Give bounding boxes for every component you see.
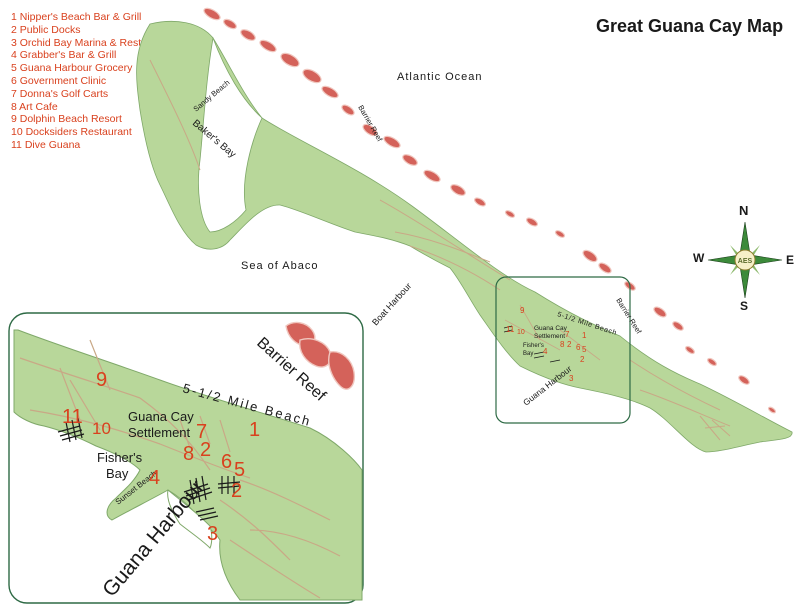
inset-marker-7[interactable]: 7 [196,421,207,443]
legend-item-orchid-bay: 3 Orchid Bay Marina & Restaurant [11,36,171,49]
compass-e: E [786,253,794,267]
small-marker-6[interactable]: 6 [576,343,581,352]
legend-item-docksiders: 10 Docksiders Restaurant [11,126,132,139]
small-map-docks [503,325,561,363]
inset-label-fishers-bay-2: Bay [106,466,129,481]
legend-item-grabbers: 4 Grabber's Bar & Grill [11,49,117,62]
map-legend: 1 Nipper's Beach Bar & Grill 2 Public Do… [11,11,171,152]
legend-item-dolphin-beach: 9 Dolphin Beach Resort [11,113,122,126]
inset-marker-2b[interactable]: 2 [231,480,242,502]
inset-label-settlement-1: Guana Cay [128,409,194,424]
inset-marker-5[interactable]: 5 [234,459,245,481]
legend-item-public-docks: 2 Public Docks [11,23,81,36]
inset-marker-9[interactable]: 9 [96,369,107,391]
legend-item-golf-carts: 7 Donna's Golf Carts [11,87,109,100]
inset-label-settlement-2: Settlement [128,425,191,440]
legend-item-nippers: 1 Nipper's Beach Bar & Grill [11,11,142,23]
inset-marker-1[interactable]: 1 [249,419,260,441]
map-title: Great Guana Cay Map [596,16,784,36]
inset-marker-10[interactable]: 10 [92,419,111,438]
inset-harbour-water [167,489,213,549]
label-atlantic-ocean: Atlantic Ocean [397,71,483,83]
legend-item-art-cafe: 8 Art Cafe [11,100,58,113]
inset-highlight-box [495,276,631,424]
small-marker-11[interactable]: 11 [506,325,515,334]
inset-marker-2a[interactable]: 2 [200,439,211,461]
barrier-reef [203,7,777,414]
small-marker-2a[interactable]: 2 [567,340,572,349]
inset-marker-3[interactable]: 3 [207,523,218,545]
compass-s: S [740,299,748,313]
inset-label-fishers-bay-1: Fisher's [97,450,143,465]
inset-marker-4[interactable]: 4 [149,467,160,489]
compass-n: N [739,203,748,218]
legend-item-dive-guana: 11 Dive Guana [11,138,81,151]
inset-docks [57,417,241,521]
small-marker-1[interactable]: 1 [582,331,587,340]
small-label-fishers-bay-1: Fisher's [523,343,544,349]
small-marker-2b[interactable]: 2 [580,355,585,364]
small-label-settlement-1: Guana Cay [534,325,568,332]
small-marker-9[interactable]: 9 [520,306,525,315]
small-marker-7[interactable]: 7 [565,330,570,339]
island-main [136,21,793,453]
inset-roads [19,339,341,599]
inset-marker-8[interactable]: 8 [183,443,194,465]
small-label-fishers-bay-2: Bay [523,351,533,357]
small-map-roads [504,304,601,361]
compass-badge: AES [738,258,753,265]
label-boat-harbour: Boat Harbour [370,281,413,327]
small-marker-8[interactable]: 8 [560,340,565,349]
legend-item-clinic: 6 Government Clinic [11,74,107,87]
inset-marker-11[interactable]: 11 [62,406,83,428]
main-roads [149,59,731,441]
small-marker-3[interactable]: 3 [569,374,574,383]
inset-barrier-reef [285,321,355,390]
bakers-bay-water [198,36,263,233]
inset-marker-6[interactable]: 6 [221,451,232,473]
small-marker-5[interactable]: 5 [582,345,587,354]
label-sea-of-abaco: Sea of Abaco [241,260,318,272]
legend-item-grocery: 5 Guana Harbour Grocery [11,62,133,75]
compass-w: W [693,251,705,265]
label-barrier-reef-small: Barrier Reef [614,296,644,336]
compass-rose [707,221,783,299]
label-barrier-reef-main: Barrier Reef [356,104,384,144]
small-marker-10[interactable]: 10 [517,329,525,336]
small-label-settlement-2: Settlement [534,333,565,340]
small-marker-4[interactable]: 4 [543,347,548,356]
